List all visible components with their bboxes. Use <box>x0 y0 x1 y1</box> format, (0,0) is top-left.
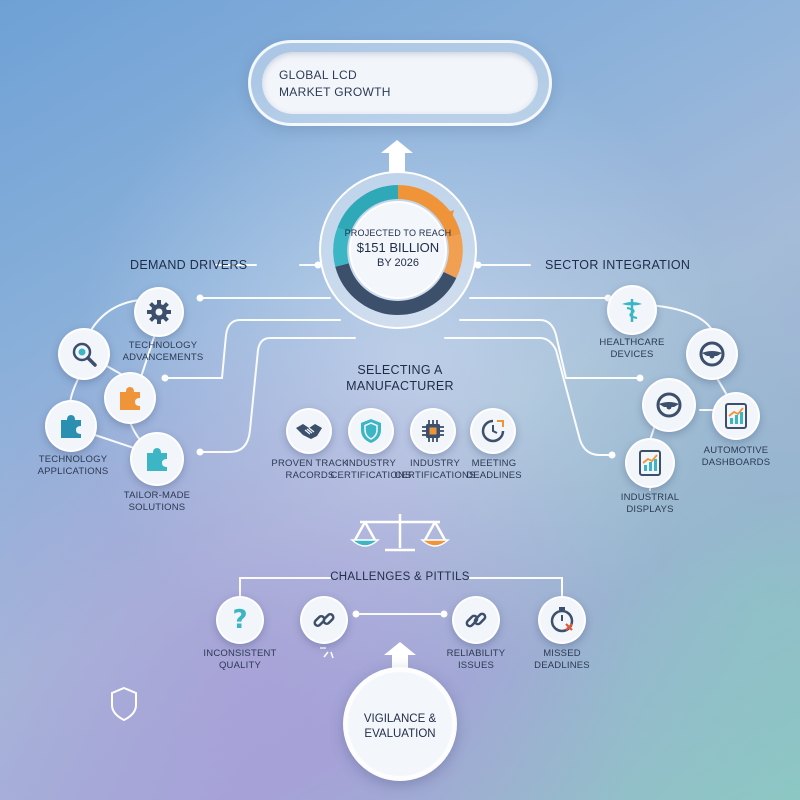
vigilance-text: VIGILANCE & EVALUATION <box>363 713 437 740</box>
clock-icon <box>481 419 505 443</box>
chart-tablet-icon <box>639 450 661 476</box>
manufacturer-label-2: INDUSTRY CERTIFICATIONS <box>330 458 412 481</box>
sector-item-industrial-displays[interactable] <box>625 438 675 488</box>
shield-outline-icon <box>111 686 137 722</box>
manufacturer-item-meeting-deadlines[interactable] <box>470 408 516 454</box>
steering-wheel-icon <box>656 392 682 418</box>
projection-text: PROJECTED TO REACH $151 BILLION BY 2026 <box>344 228 452 269</box>
sector-item-automotive-dashboards[interactable] <box>712 392 760 440</box>
gear-icon <box>147 300 171 324</box>
demand-label-2: TECHNOLOGY APPLICATIONS <box>37 454 109 477</box>
stopwatch-x-icon <box>550 607 574 633</box>
manufacturer-label-1: PROVEN TRACK RACORDS <box>271 458 349 481</box>
demand-item-magnifier[interactable] <box>58 328 110 380</box>
challenge-label-3: MISSED DEADLINES <box>534 648 590 671</box>
broken-link-icon <box>313 612 335 628</box>
vigilance-circle <box>343 667 457 781</box>
link-icon <box>465 612 487 628</box>
challenge-item-broken-link[interactable] <box>300 596 348 644</box>
question-icon: ? <box>232 605 248 635</box>
demand-label-1: TECHNOLOGY ADVANCEMENTS <box>122 340 204 363</box>
center-ring <box>319 171 477 329</box>
puzzle-icon <box>61 415 81 438</box>
demand-item-technology-advancements[interactable] <box>134 287 184 337</box>
manufacturer-heading: SELECTING A MANUFACTURER <box>346 363 454 393</box>
magnifier-gear-icon <box>72 342 97 367</box>
challenges-heading: CHALLENGES & PITTILS <box>330 571 470 583</box>
manufacturer-label-4: MEETING DEADLINES <box>466 458 522 481</box>
up-arrow-icon <box>384 642 416 670</box>
sector-label-3: INDUSTRIAL DISPLAYS <box>620 492 680 515</box>
sector-item-steering-2[interactable] <box>642 378 696 432</box>
sector-item-healthcare-devices[interactable] <box>607 285 657 335</box>
title-pill: GLOBAL LCD MARKET GROWTH <box>248 40 552 126</box>
challenge-item-missed-deadlines[interactable] <box>538 596 586 644</box>
shield-icon <box>361 419 381 443</box>
puzzle-icon <box>120 387 140 410</box>
balance-scale-icon <box>353 514 447 552</box>
demand-label-3: TAILOR-MADE SOLUTIONS <box>123 490 191 513</box>
page-title: GLOBAL LCD MARKET GROWTH <box>279 68 391 99</box>
handshake-icon <box>296 424 322 439</box>
challenge-item-inconsistent-quality[interactable]: ? <box>216 596 264 644</box>
up-arrow-icon <box>381 140 413 172</box>
challenge-label-2: RELIABILITY ISSUES <box>446 648 506 671</box>
challenge-item-reliability-issues[interactable] <box>452 596 500 644</box>
demand-drivers-heading: DEMAND DRIVERS <box>130 258 248 272</box>
manufacturer-item-certifications-1[interactable] <box>348 408 394 454</box>
challenge-label-1: INCONSISTENT QUALITY <box>203 648 277 671</box>
sector-integration-heading: SECTOR INTEGRATION <box>545 258 691 272</box>
puzzle-icon <box>147 448 167 471</box>
sector-label-1: HEALTHCARE DEVICES <box>599 337 665 360</box>
demand-item-puzzle-orange[interactable] <box>104 372 156 424</box>
sector-label-2: AUTOMOTIVE DASHBOARDS <box>701 445 771 468</box>
caduceus-icon <box>622 299 642 322</box>
demand-item-tailor-made-solutions[interactable] <box>130 432 184 486</box>
chip-icon <box>422 420 444 442</box>
manufacturer-label-3: INDUSTRY CERTIFICATIONS <box>394 458 476 481</box>
manufacturer-item-certifications-2[interactable] <box>410 408 456 454</box>
sector-item-steering-1[interactable] <box>686 328 738 380</box>
manufacturer-item-track-records[interactable] <box>286 408 332 454</box>
steering-wheel-icon <box>699 341 725 367</box>
spark-icon <box>320 647 334 659</box>
demand-item-technology-applications[interactable] <box>45 400 97 452</box>
chart-tablet-icon <box>725 403 747 429</box>
